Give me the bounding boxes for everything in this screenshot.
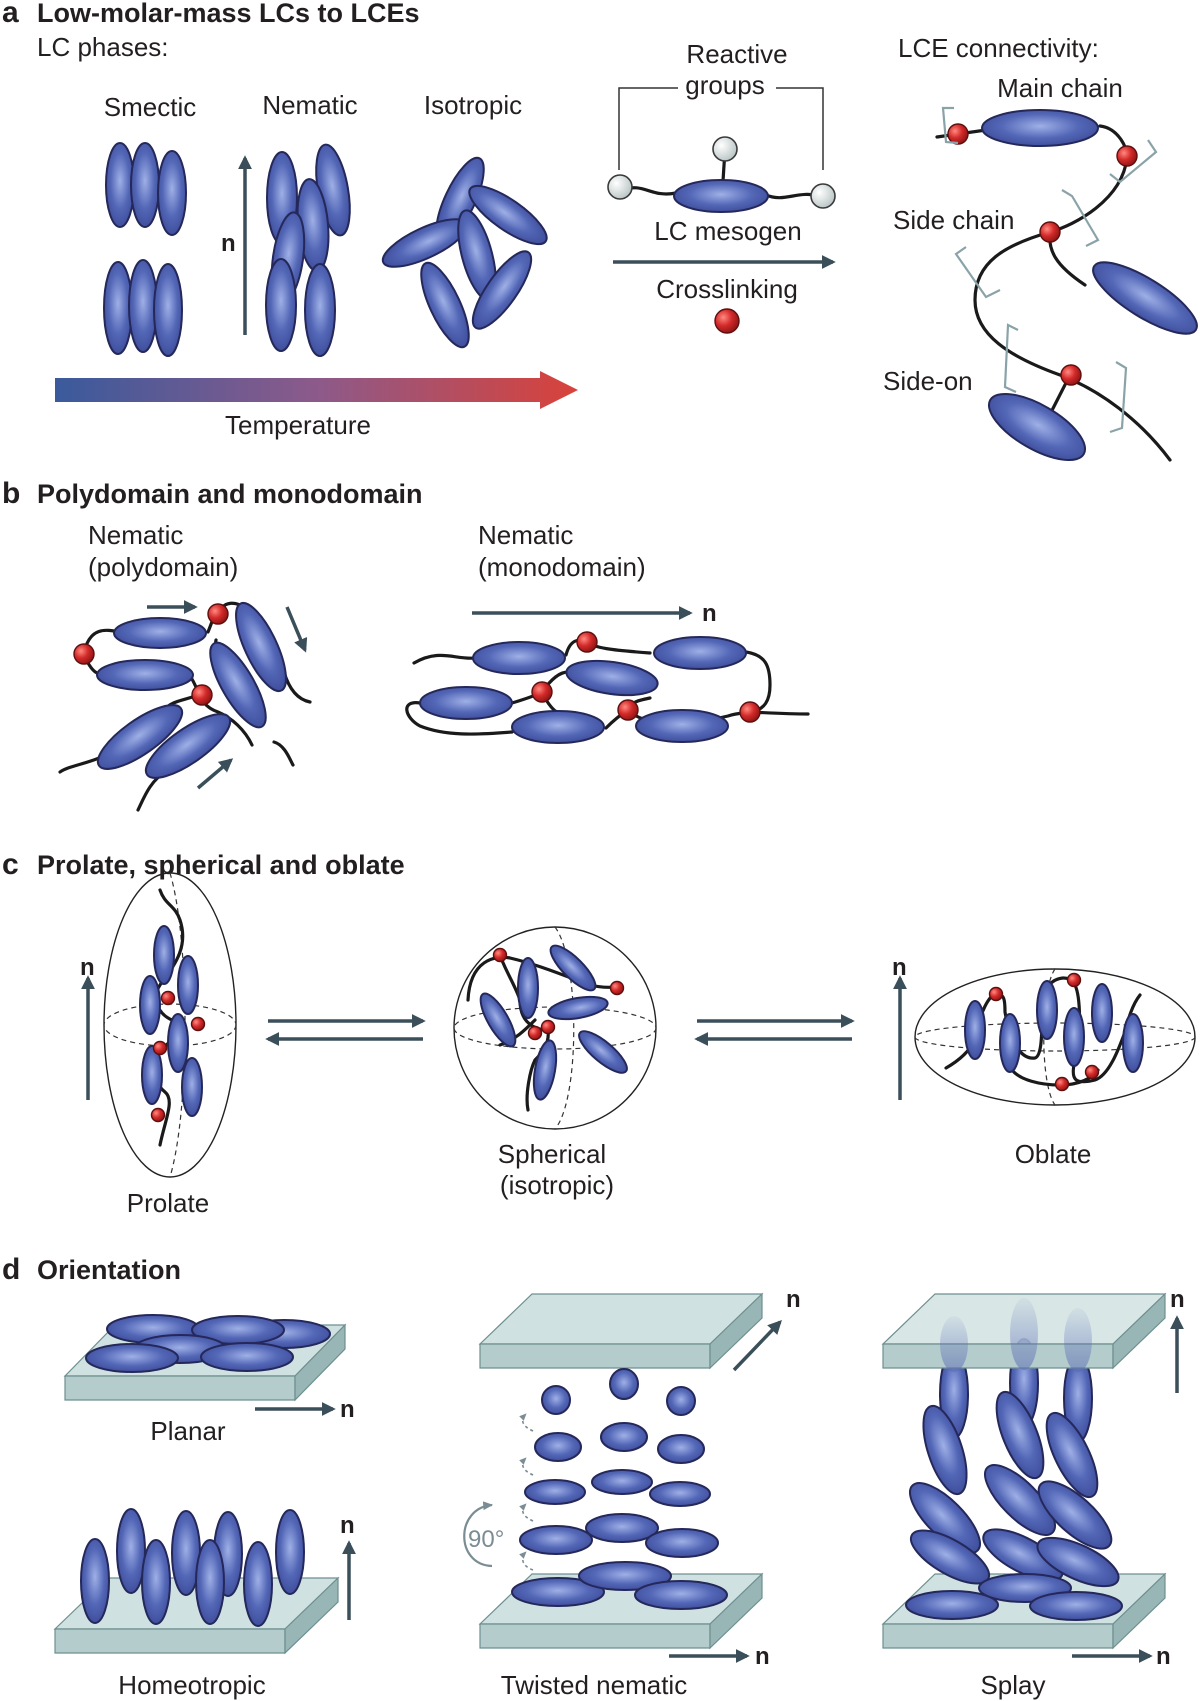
isotropic-mesogens <box>381 156 548 349</box>
panel-d-title: Orientation <box>37 1255 181 1285</box>
panel-a-title: Low-molar-mass LCs to LCEs <box>37 0 420 28</box>
oblate-shape <box>914 968 1196 1106</box>
polydomain-label-2: (polydomain) <box>88 552 238 582</box>
temperature-arrow <box>55 371 578 409</box>
monodomain-label-2: (monodomain) <box>478 552 646 582</box>
splay-diagram <box>881 1292 1167 1650</box>
homeotropic-label: Homeotropic <box>118 1670 265 1700</box>
lce-connectivity-label: LCE connectivity: <box>898 33 1099 63</box>
panel-a-letter: a <box>2 0 19 29</box>
phase-isotropic-label: Isotropic <box>424 90 522 120</box>
spherical-label-2: (isotropic) <box>500 1170 614 1200</box>
prolate-director-label: n <box>80 954 95 981</box>
phase-smectic-label: Smectic <box>104 92 196 122</box>
panel-c-letter: c <box>2 848 19 881</box>
prolate-shape <box>103 872 237 1178</box>
monodomain-network <box>405 631 810 744</box>
lc-mesogen <box>673 179 769 213</box>
panel-a: a Low-molar-mass LCs to LCEs LC phases: … <box>2 0 1198 462</box>
twist-angle-label: 90° <box>468 1526 504 1553</box>
panel-b: b Polydomain and monodomain Nematic (pol… <box>2 477 810 812</box>
twisted-nematic-diagram <box>463 1292 764 1650</box>
main-chain-label: Main chain <box>997 73 1123 103</box>
crosslinker <box>714 308 740 334</box>
side-on-label: Side-on <box>883 366 973 396</box>
monodomain-director-label: n <box>702 600 717 627</box>
reactive-groups-label-2: groups <box>685 70 765 100</box>
prolate-label: Prolate <box>127 1188 209 1218</box>
reactive-groups-label-1: Reactive <box>686 39 787 69</box>
twisted-nematic-label: Twisted nematic <box>501 1670 687 1700</box>
oblate-director-label: n <box>892 954 907 981</box>
homeotropic-director-label: n <box>340 1512 355 1539</box>
twisted-top-director-label: n <box>786 1286 801 1313</box>
reactive-bracket-right <box>776 87 824 170</box>
lc-phases-label: LC phases: <box>37 32 169 62</box>
panel-d: d Orientation Planar n <box>2 1253 1185 1700</box>
reactive-group-top <box>712 136 738 162</box>
panel-c: c Prolate, spherical and oblate n Prolat… <box>2 848 1196 1218</box>
splay-top-director-label: n <box>1170 1286 1185 1313</box>
twisted-top-director-arrow <box>732 1319 782 1372</box>
lce-connectivity-diagram <box>935 106 1198 462</box>
twisted-bottom-director-label: n <box>755 1643 770 1670</box>
side-chain-label: Side chain <box>893 205 1014 235</box>
nematic-mesogens <box>265 143 351 357</box>
monodomain-label-1: Nematic <box>478 520 573 550</box>
planar-diagram <box>63 1314 347 1402</box>
planar-director-label: n <box>340 1396 355 1423</box>
polydomain-label-1: Nematic <box>88 520 183 550</box>
crosslinking-label: Crosslinking <box>656 274 798 304</box>
splay-label: Splay <box>980 1670 1045 1700</box>
oblate-label: Oblate <box>1015 1139 1092 1169</box>
lc-mesogen-label: LC mesogen <box>654 216 801 246</box>
splay-bottom-director-label: n <box>1156 1643 1171 1670</box>
planar-label: Planar <box>150 1416 225 1446</box>
polydomain-network <box>58 600 312 812</box>
homeotropic-diagram <box>53 1508 340 1655</box>
smectic-mesogens <box>103 142 187 357</box>
reactive-bracket-left <box>618 87 678 170</box>
phase-nematic-label: Nematic <box>262 90 357 120</box>
panel-b-title: Polydomain and monodomain <box>37 479 423 509</box>
temperature-label: Temperature <box>225 410 371 440</box>
panel-c-title: Prolate, spherical and oblate <box>37 850 405 880</box>
spherical-shape <box>453 926 657 1130</box>
panel-b-letter: b <box>2 477 20 510</box>
reactive-group-right <box>810 183 836 209</box>
reactive-group-left <box>607 174 633 200</box>
nematic-director-label: n <box>221 230 236 257</box>
spherical-label-1: Spherical <box>498 1139 606 1169</box>
panel-d-letter: d <box>2 1253 20 1286</box>
